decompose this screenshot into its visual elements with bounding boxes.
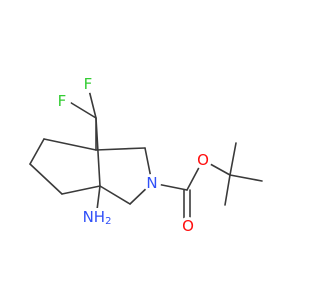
- bond-c5-c4: [99, 185, 131, 205]
- bond-tbutyl-me-top: [229, 142, 237, 176]
- bond-tbutyl-me-right: [229, 174, 263, 182]
- bond-c6-c5: [61, 185, 101, 195]
- bond-c1-c2: [95, 147, 146, 151]
- amine-subscript-label: 2: [105, 216, 111, 227]
- amine-nh-label: NH: [83, 208, 106, 226]
- atom-f-top: F: [79, 75, 97, 93]
- ring-nitrogen-label: N: [146, 174, 157, 192]
- atom-labels: F F N O O NH2: [53, 75, 212, 235]
- bond-c8-c7: [29, 138, 45, 165]
- bond-layer: [29, 85, 263, 223]
- bond-c9-c5: [95, 117, 101, 187]
- bond-c5-nh2: [96, 185, 101, 211]
- bond-c1-c8: [43, 138, 97, 151]
- ester-oxygen-label: O: [197, 151, 209, 169]
- structure-diagram: F F N O O NH2: [29, 75, 263, 235]
- bond-c7-c6: [29, 163, 63, 195]
- molecule-canvas: F F N O O NH2: [29, 75, 263, 235]
- atom-n-ring: N: [143, 174, 161, 192]
- atom-o-carbonyl: O: [179, 217, 197, 235]
- fluorine-left-label: F: [58, 92, 67, 110]
- carbonyl-oxygen-label: O: [182, 217, 194, 235]
- atom-f-left: F: [53, 92, 71, 110]
- fluorine-top-label: F: [84, 75, 93, 93]
- amine-label: NH2: [83, 208, 112, 227]
- bond-tbutyl-me-bottom: [224, 174, 231, 206]
- bond-c9-f-left: [67, 100, 97, 119]
- atom-nh2: NH2: [83, 208, 113, 227]
- atom-o-ester: O: [194, 151, 212, 169]
